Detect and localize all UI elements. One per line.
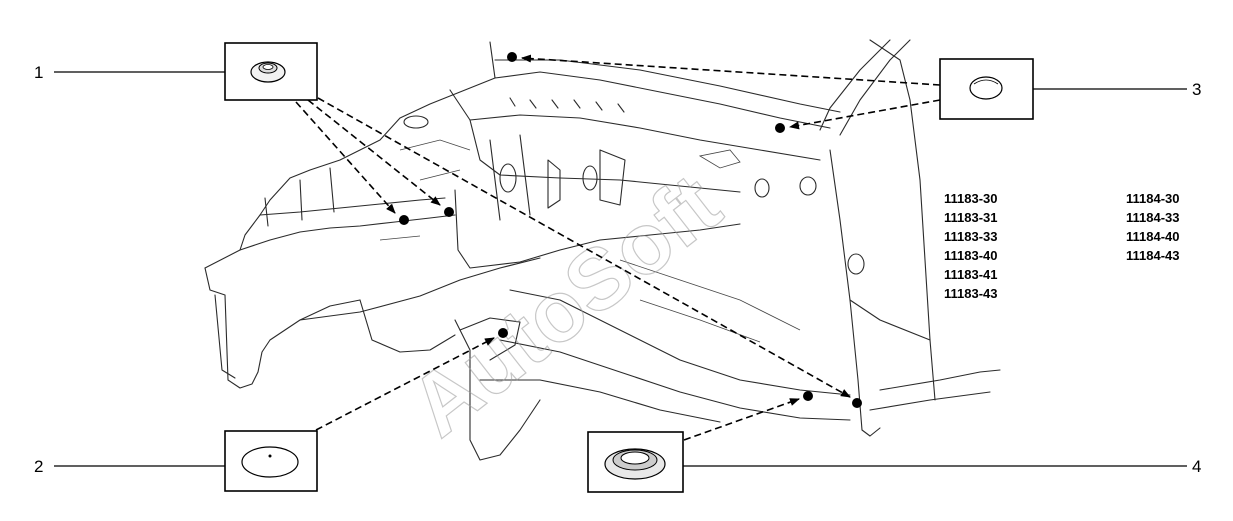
model-code: 11183-30 xyxy=(944,191,998,206)
point-3b xyxy=(775,123,785,133)
callout-1: 1 xyxy=(34,42,318,101)
callout-1-number: 1 xyxy=(34,63,43,82)
attachment-points xyxy=(399,52,862,408)
model-code: 11183-31 xyxy=(944,210,998,225)
callout-2-number: 2 xyxy=(34,457,43,476)
model-code: 11184-30 xyxy=(1126,191,1180,206)
point-1a xyxy=(399,215,409,225)
point-1c xyxy=(852,398,862,408)
arrow-3a xyxy=(521,54,941,86)
model-codes-left: 11183-30 11183-31 11183-33 11183-40 1118… xyxy=(944,191,998,301)
callout-2: 2 xyxy=(34,430,318,492)
dome-plug-icon xyxy=(969,76,1003,100)
model-code: 11184-43 xyxy=(1126,248,1180,263)
arrow-1a xyxy=(295,101,396,214)
arrow-1c xyxy=(317,97,851,398)
model-code: 11184-33 xyxy=(1126,210,1180,225)
model-code: 11184-40 xyxy=(1126,229,1180,244)
point-4 xyxy=(803,391,813,401)
arrow-2 xyxy=(315,337,495,431)
model-code: 11183-41 xyxy=(944,267,998,282)
large-grommet-icon xyxy=(604,448,666,480)
model-codes-right: 11184-30 11184-33 11184-40 11184-43 xyxy=(1126,191,1180,263)
flat-plug-icon xyxy=(241,446,299,478)
callout-3: 3 xyxy=(939,58,1201,120)
point-3a xyxy=(507,52,517,62)
arrow-3b xyxy=(789,99,941,130)
point-1b xyxy=(444,207,454,217)
callout-3-number: 3 xyxy=(1192,80,1201,99)
model-code: 11183-43 xyxy=(944,286,998,301)
arrow-1b xyxy=(307,99,441,206)
dashed-arrows xyxy=(295,54,941,441)
callout-4-number: 4 xyxy=(1192,457,1201,476)
point-2 xyxy=(498,328,508,338)
model-code: 11183-33 xyxy=(944,229,998,244)
arrow-4 xyxy=(683,398,800,441)
small-grommet-icon xyxy=(250,61,286,83)
callout-4: 4 xyxy=(587,431,1201,493)
model-code: 11183-40 xyxy=(944,248,998,263)
